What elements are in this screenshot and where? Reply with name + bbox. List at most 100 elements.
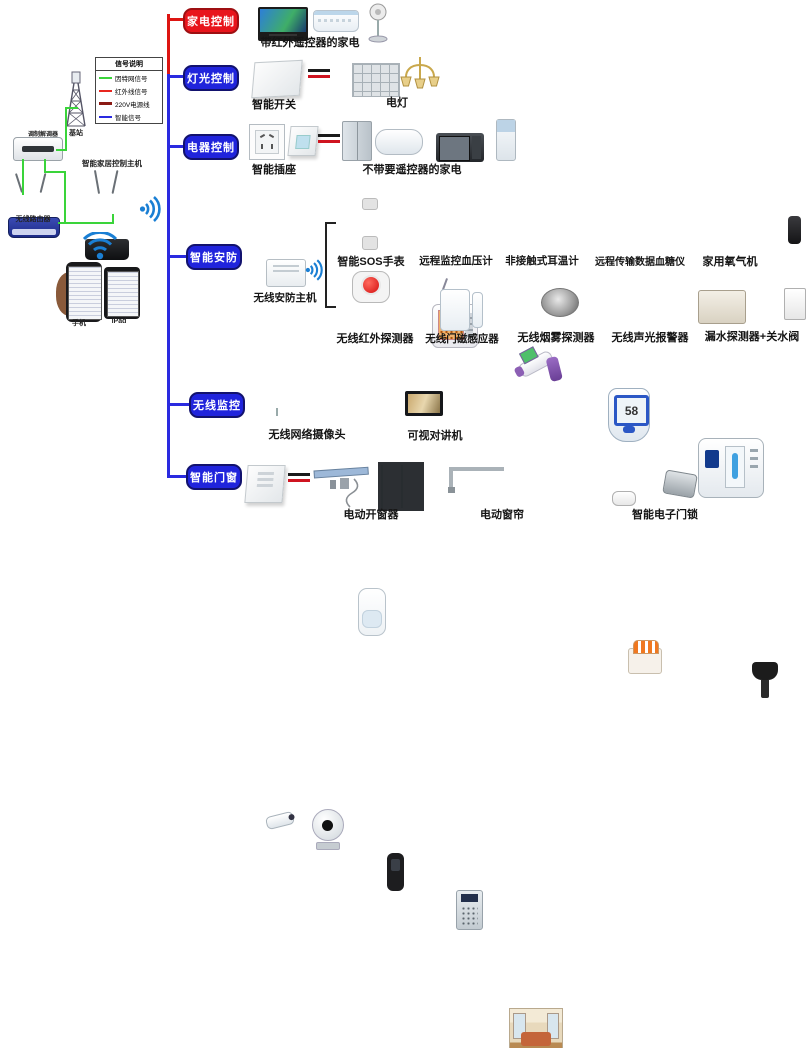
bullet-camera-image — [264, 810, 296, 831]
internet-line — [44, 159, 46, 173]
siren-caption: 无线声光报警器 — [611, 332, 689, 344]
phone-image — [66, 262, 102, 322]
fan-image — [366, 3, 390, 48]
smoke-detector-caption: 无线烟雾探测器 — [517, 332, 595, 344]
security-host-caption: 无线安防主机 — [253, 292, 317, 304]
tv-image — [258, 7, 308, 41]
branch-stub — [170, 18, 183, 21]
wireless-router-image — [8, 217, 60, 238]
door-sensor-caption: 无线门磁感应器 — [425, 333, 499, 345]
modem-image — [13, 137, 63, 161]
window-opener-caption: 电动开窗器 — [343, 509, 399, 521]
ipad-label: iPad — [111, 318, 127, 325]
security-host-image — [266, 259, 306, 287]
category-appliance-control: 家电控制 — [183, 8, 239, 34]
legend-item-smart: 智能信号 — [96, 110, 162, 123]
wifi-icon — [139, 196, 161, 227]
equals-sign — [318, 134, 340, 144]
glucose-reading: 58 — [614, 395, 649, 426]
window-image — [378, 462, 424, 511]
category-wireless-monitor: 无线监控 — [189, 392, 245, 418]
phone-label: 手机 — [72, 320, 86, 327]
host-antenna — [93, 170, 101, 194]
internet-line — [65, 107, 67, 151]
internet-line-swatch — [99, 76, 112, 79]
socket-caption: 智能插座 — [252, 164, 296, 176]
no-remote-appliance-caption: 不带要遥控器的家电 — [362, 164, 462, 176]
trunk-line-blue — [167, 74, 170, 478]
branch-stub — [170, 403, 189, 406]
smart-socket-image — [249, 124, 285, 160]
internet-line — [22, 159, 24, 195]
sos-watch-image — [352, 271, 390, 303]
ear-thermometer-caption: 非接触式耳温计 — [505, 255, 579, 267]
internet-line — [112, 214, 114, 224]
category-electric-control: 电器控制 — [183, 134, 239, 160]
lamp-caption: 电灯 — [386, 97, 408, 109]
ir-detector-caption: 无线红外探测器 — [336, 333, 414, 345]
intercom-screen-image — [405, 391, 443, 416]
host-label: 智能家居控制主机 — [82, 159, 142, 168]
branch-stub — [170, 475, 186, 478]
branch-stub — [170, 75, 183, 78]
door-sensor-image — [440, 289, 470, 331]
fridge-image — [342, 121, 372, 161]
host-antenna — [111, 170, 119, 194]
smart-switch-image — [251, 59, 303, 99]
internet-line — [44, 171, 66, 173]
curtain-rail-image — [446, 459, 508, 500]
legend-item-internet: 因特网信号 — [96, 71, 162, 84]
smart-lock-caption: 智能电子门锁 — [632, 509, 698, 521]
equals-sign — [288, 473, 310, 483]
camera-mount — [276, 408, 278, 416]
window-opener-image — [312, 463, 376, 514]
category-smart-security: 智能安防 — [186, 244, 242, 270]
category-smart-door-window: 智能门窗 — [186, 464, 242, 490]
internet-line — [65, 107, 78, 109]
internet-line — [56, 149, 67, 151]
equals-sign — [308, 69, 330, 79]
deadbolt-image — [662, 469, 698, 499]
ipad-image — [104, 267, 140, 319]
security-bracket — [325, 222, 336, 224]
living-room-image — [509, 1008, 563, 1048]
internet-line — [64, 171, 66, 224]
oxygen-machine-image — [698, 438, 764, 498]
legend-item-infrared: 红外线信号 — [96, 84, 162, 97]
control-host-image — [85, 239, 129, 260]
legend-title: 信号说明 — [96, 58, 162, 71]
curtain-caption: 电动窗帘 — [480, 509, 524, 521]
oxygen-machine-caption: 家用氧气机 — [702, 256, 758, 268]
smart-socket-image — [287, 126, 319, 156]
sos-watch-image — [362, 198, 378, 210]
internet-line — [58, 222, 114, 224]
signal-legend: 信号说明 因特网信号 红外线信号 220V电源线 智能信号 — [95, 57, 163, 124]
leak-detector-image — [698, 290, 746, 324]
wifi-icon — [305, 259, 323, 286]
intercom-handset-image — [387, 853, 404, 891]
security-bracket — [325, 222, 327, 308]
microwave-image — [436, 133, 484, 162]
video-intercom-caption: 可视对讲机 — [407, 430, 463, 442]
remote-image — [788, 216, 801, 244]
bp-monitor-caption: 远程监控血压计 — [419, 255, 493, 267]
branch-stub — [170, 145, 183, 148]
switch-caption: 智能开关 — [252, 99, 296, 111]
air-conditioner-image — [313, 10, 359, 32]
siren-image — [628, 640, 662, 674]
ptz-camera-image — [312, 809, 344, 850]
security-bracket — [325, 306, 336, 308]
door-window-switch-image — [244, 465, 286, 503]
infrared-line-swatch — [99, 89, 112, 92]
glucose-meter-caption: 远程传输数据血糖仪 — [595, 257, 685, 268]
appliance-caption: 带红外遥控器的家电 — [260, 37, 360, 49]
router-label: 无线路由器 — [15, 216, 51, 223]
ir-detector-image — [358, 588, 386, 636]
water-dispenser-image — [496, 119, 516, 161]
tower-label: 基站 — [69, 130, 83, 137]
smart-line-swatch — [99, 115, 112, 118]
chandelier-image — [399, 57, 441, 100]
power-line-swatch — [99, 102, 112, 105]
sos-watch-image — [362, 236, 378, 250]
branch-stub — [170, 255, 186, 258]
